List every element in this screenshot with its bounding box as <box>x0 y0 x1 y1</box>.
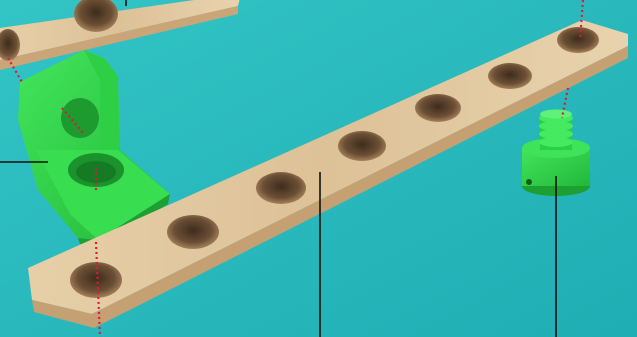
strip-hole <box>488 63 532 89</box>
strip-hole <box>557 27 599 53</box>
strip-hole <box>338 131 386 161</box>
strip-hole <box>415 94 461 122</box>
bracket-hole-vertical <box>61 98 99 138</box>
strip-hole <box>256 172 306 204</box>
strip-hole <box>167 215 219 249</box>
bolt-pin-hole <box>526 179 532 185</box>
